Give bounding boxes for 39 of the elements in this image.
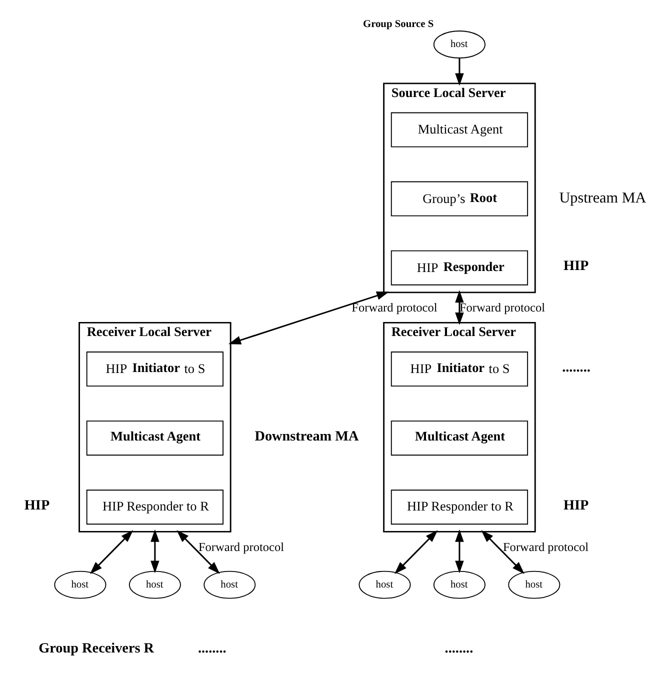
node-ellipse: host <box>54 570 106 599</box>
node-box: Multicast Agent <box>390 420 528 456</box>
node-box: HIP Responder <box>390 250 528 286</box>
node-ellipse: host <box>128 570 181 599</box>
edge-label: Forward protocol <box>352 300 438 315</box>
arrow <box>150 529 160 574</box>
node-ellipse: host <box>508 570 560 599</box>
node-label: Upstream MA <box>559 190 646 206</box>
edge-label: Forward protocol <box>459 300 546 315</box>
node-box: HIP Responder to R <box>390 490 528 525</box>
node-box: HIP Initiator to S <box>390 352 528 387</box>
label: ........ <box>444 640 474 657</box>
label: HIP <box>564 497 589 514</box>
arrow <box>228 291 390 344</box>
node-box: Multicast Agent <box>86 420 224 456</box>
edge-label: Forward protocol <box>502 540 589 554</box>
edge-label: Forward protocol <box>198 540 284 554</box>
node-ellipse: host <box>433 30 486 58</box>
label: HIP <box>24 497 50 514</box>
arrow <box>481 530 524 574</box>
arrow <box>176 530 220 574</box>
arrow <box>455 290 464 325</box>
node-ellipse: host <box>358 570 411 599</box>
label: HIP <box>564 258 589 274</box>
node-box: Group’s Root <box>390 181 528 216</box>
node-label: Group Source S <box>363 19 434 30</box>
arrow <box>455 529 464 574</box>
node-box: Multicast Agent <box>390 112 528 148</box>
node-box: HIP Responder to R <box>86 490 224 525</box>
node-box: HIP Initiator to S <box>86 352 224 387</box>
label: ........ <box>562 359 590 376</box>
label: Downstream MA <box>254 428 359 444</box>
arrow <box>394 530 438 574</box>
label: Group Receivers R <box>38 640 154 657</box>
label: ........ <box>198 640 226 657</box>
arrow <box>90 530 134 574</box>
arrow <box>455 58 464 86</box>
node-ellipse: host <box>204 570 256 599</box>
node-ellipse: host <box>433 570 486 599</box>
